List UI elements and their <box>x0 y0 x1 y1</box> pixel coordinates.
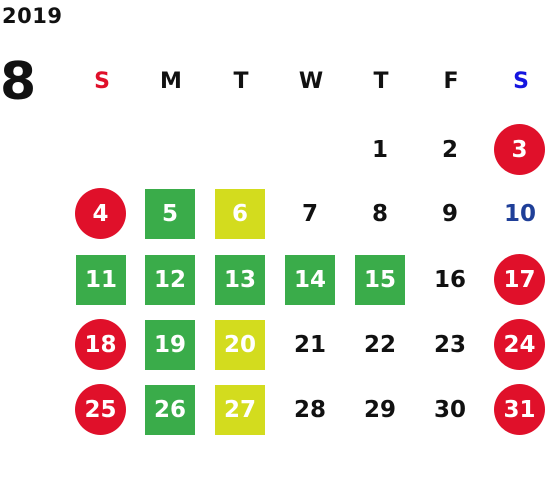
day-cell-3[interactable]: 3 <box>489 120 548 180</box>
day-cell-29[interactable]: 29 <box>349 380 409 440</box>
day-number: 28 <box>293 397 326 423</box>
day-cell-18[interactable]: 18 <box>70 315 130 375</box>
day-cell-17[interactable]: 17 <box>489 250 548 310</box>
day-cell-8[interactable]: 8 <box>349 184 409 244</box>
day-number: 13 <box>215 255 265 305</box>
day-number: 10 <box>503 201 536 227</box>
weekday-thursday: T <box>373 69 389 94</box>
day-number: 20 <box>215 320 265 370</box>
day-number: 23 <box>433 332 466 358</box>
day-cell-31[interactable]: 31 <box>489 380 548 440</box>
day-cell-1[interactable]: 1 <box>349 120 409 180</box>
weekday-wednesday: W <box>298 69 324 94</box>
day-cell-4[interactable]: 4 <box>70 184 130 244</box>
weekday-sunday: S <box>94 69 110 94</box>
month-label: 8 <box>0 52 37 112</box>
day-number: 7 <box>301 201 318 227</box>
day-cell-6[interactable]: 6 <box>209 184 269 244</box>
day-cell-25[interactable]: 25 <box>70 380 130 440</box>
day-number: 3 <box>494 124 545 175</box>
day-cell-24[interactable]: 24 <box>489 315 548 375</box>
day-cell-21[interactable]: 21 <box>279 315 339 375</box>
day-number: 14 <box>285 255 335 305</box>
day-number: 26 <box>145 385 195 435</box>
day-number: 18 <box>75 319 126 370</box>
day-cell-5[interactable]: 5 <box>139 184 199 244</box>
day-number: 16 <box>433 267 466 293</box>
day-cell-20[interactable]: 20 <box>209 315 269 375</box>
day-cell-26[interactable]: 26 <box>139 380 199 440</box>
day-cell-10[interactable]: 10 <box>489 184 548 244</box>
day-number: 4 <box>75 188 126 239</box>
day-number: 1 <box>371 137 388 163</box>
day-number: 15 <box>355 255 405 305</box>
day-cell-15[interactable]: 15 <box>349 250 409 310</box>
day-cell-11[interactable]: 11 <box>70 250 130 310</box>
weekday-saturday: S <box>513 69 529 94</box>
day-cell-19[interactable]: 19 <box>139 315 199 375</box>
day-number: 21 <box>293 332 326 358</box>
day-cell-12[interactable]: 12 <box>139 250 199 310</box>
day-cell-7[interactable]: 7 <box>279 184 339 244</box>
day-cell-2[interactable]: 2 <box>419 120 479 180</box>
day-number: 24 <box>494 319 545 370</box>
weekday-friday: F <box>443 69 459 94</box>
day-number: 25 <box>75 384 126 435</box>
day-number: 6 <box>215 189 265 239</box>
day-number: 9 <box>441 201 458 227</box>
weekday-tuesday: T <box>233 69 249 94</box>
day-number: 29 <box>363 397 396 423</box>
day-number: 27 <box>215 385 265 435</box>
day-number: 8 <box>371 201 388 227</box>
day-number: 2 <box>441 137 458 163</box>
day-cell-22[interactable]: 22 <box>349 315 409 375</box>
day-cell-30[interactable]: 30 <box>419 380 479 440</box>
day-number: 30 <box>433 397 466 423</box>
day-cell-27[interactable]: 27 <box>209 380 269 440</box>
day-number: 31 <box>494 384 545 435</box>
day-number: 11 <box>76 255 126 305</box>
day-number: 19 <box>145 320 195 370</box>
day-cell-13[interactable]: 13 <box>209 250 269 310</box>
year-label: 2019 <box>2 4 63 28</box>
day-cell-9[interactable]: 9 <box>419 184 479 244</box>
day-number: 12 <box>145 255 195 305</box>
day-number: 5 <box>145 189 195 239</box>
day-cell-23[interactable]: 23 <box>419 315 479 375</box>
day-number: 17 <box>494 254 545 305</box>
day-number: 22 <box>363 332 396 358</box>
day-cell-28[interactable]: 28 <box>279 380 339 440</box>
weekday-monday: M <box>160 69 182 94</box>
day-cell-14[interactable]: 14 <box>279 250 339 310</box>
day-cell-16[interactable]: 16 <box>419 250 479 310</box>
